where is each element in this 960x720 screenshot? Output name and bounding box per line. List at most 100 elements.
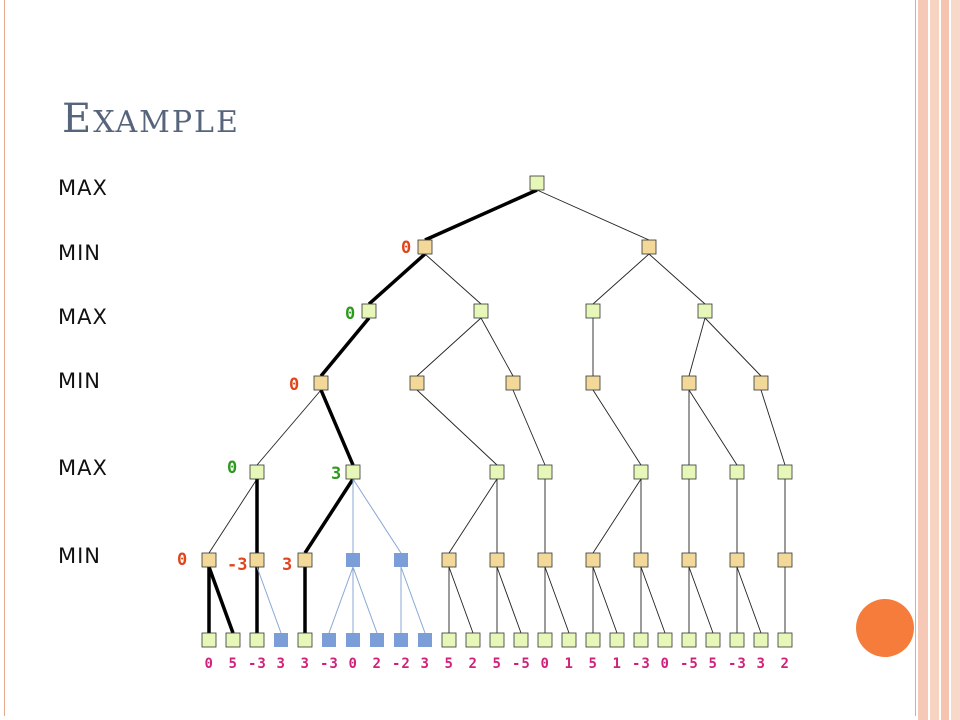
tree-node-d1 <box>249 464 265 480</box>
edge-b-b2 <box>648 253 706 305</box>
tree-node-l23 <box>753 632 769 648</box>
tree-node-c6 <box>753 375 769 391</box>
edge-c3-d4 <box>512 389 546 466</box>
tree-node-e9 <box>585 552 601 568</box>
value-min3-first: 0 <box>177 550 188 570</box>
tree-node-d8 <box>777 464 793 480</box>
tree-node-c4 <box>585 375 601 391</box>
leaf-value: 5 <box>492 656 502 672</box>
edge-r-b <box>536 189 650 241</box>
leaf-value: -5 <box>512 656 531 672</box>
tree-node-e3 <box>297 552 313 568</box>
leaf-value: 0 <box>204 656 214 672</box>
edge-e1-l1 <box>207 566 235 634</box>
leaf-value: 0 <box>660 656 670 672</box>
tree-node-d4 <box>537 464 553 480</box>
tree-node-l0 <box>201 632 217 648</box>
tree-node-d3 <box>489 464 505 480</box>
edge-r-a <box>424 188 538 242</box>
tree-node-l10 <box>441 632 457 648</box>
leaf-value: 3 <box>300 656 310 672</box>
leaf-value: -2 <box>392 656 411 672</box>
tree-node-l9 <box>418 633 432 647</box>
leaf-value: 2 <box>372 656 382 672</box>
leaf-value: 0 <box>540 656 550 672</box>
tree-node-l12 <box>489 632 505 648</box>
tree-node-e13 <box>777 552 793 568</box>
tree-node-l7 <box>370 633 384 647</box>
leaf-value: 5 <box>444 656 454 672</box>
edge-e2-l3 <box>256 566 282 634</box>
edge-c1-d2 <box>319 389 355 466</box>
tree-node-l24 <box>777 632 793 648</box>
leaf-value: -3 <box>320 656 339 672</box>
tree-node-c5 <box>681 375 697 391</box>
value-max3-second: 3 <box>331 464 342 484</box>
tree-node-l14 <box>537 632 553 648</box>
tree-node-l17 <box>609 632 625 648</box>
value-max3-first: 0 <box>227 458 238 478</box>
edge-e12-l23 <box>736 566 762 634</box>
tree-node-l5 <box>322 633 336 647</box>
edge-a2-c2 <box>416 317 482 377</box>
leaf-value: 0 <box>348 656 358 672</box>
tree-node-e7 <box>489 552 505 568</box>
tree-node-e5 <box>394 553 408 567</box>
edge-c2-d3 <box>416 389 498 466</box>
leaf-value: 2 <box>780 656 790 672</box>
leaf-value: -3 <box>632 656 651 672</box>
tree-node-b2 <box>697 303 713 319</box>
level-label-max-1: MAX <box>58 176 108 200</box>
tree-node-l8 <box>394 633 408 647</box>
edge-d2-e5 <box>352 478 402 554</box>
leaf-value: 1 <box>564 656 574 672</box>
edge-d1-e1 <box>208 478 258 554</box>
edge-e9-l17 <box>592 566 618 634</box>
leaf-value: 3 <box>756 656 766 672</box>
edge-a-a2 <box>424 253 482 305</box>
tree-node-e6 <box>441 552 457 568</box>
edge-c6-d8 <box>760 389 786 466</box>
edge-d2-e3 <box>303 478 355 554</box>
leaf-value: 1 <box>612 656 622 672</box>
edge-a1-c1 <box>319 316 371 378</box>
edge-e11-l21 <box>688 566 714 634</box>
leaf-value: 3 <box>420 656 430 672</box>
value-min3-third: 3 <box>282 555 293 575</box>
tree-node-l21 <box>705 632 721 648</box>
tree-node-e4 <box>346 553 360 567</box>
slide-frame <box>4 0 916 716</box>
edge-a2-c3 <box>480 317 514 377</box>
edge-a-a1 <box>367 252 427 306</box>
tree-node-l1 <box>225 632 241 648</box>
tree-node-c3 <box>505 375 521 391</box>
tree-node-e10 <box>633 552 649 568</box>
edge-b2-c6 <box>704 317 762 377</box>
edge-b2-c5 <box>688 317 706 377</box>
edge-e10-l19 <box>640 566 666 634</box>
leaf-value: 5 <box>228 656 238 672</box>
tree-node-e8 <box>537 552 553 568</box>
tree-node-l16 <box>585 632 601 648</box>
leaf-value: 5 <box>588 656 598 672</box>
level-label-max-2: MAX <box>58 305 108 329</box>
leaf-value: 3 <box>276 656 286 672</box>
level-label-min-3: MIN <box>58 544 102 568</box>
edge-e4-l5 <box>328 566 354 634</box>
tree-node-e2 <box>249 552 265 568</box>
tree-node-d6 <box>681 464 697 480</box>
edge-e8-l15 <box>544 566 570 634</box>
value-min1-left: 0 <box>401 238 412 258</box>
tree-node-l6 <box>346 633 360 647</box>
tree-node-r <box>529 175 545 191</box>
tree-node-a2 <box>473 303 489 319</box>
tree-node-l15 <box>561 632 577 648</box>
decorative-stripes <box>918 0 960 720</box>
edge-d5-e9 <box>592 478 642 554</box>
tree-node-l19 <box>657 632 673 648</box>
slide-title: EXAMPLE <box>62 96 240 142</box>
value-min3-second: -3 <box>227 555 248 575</box>
tree-node-l13 <box>513 632 529 648</box>
level-label-min-1: MIN <box>58 241 102 265</box>
